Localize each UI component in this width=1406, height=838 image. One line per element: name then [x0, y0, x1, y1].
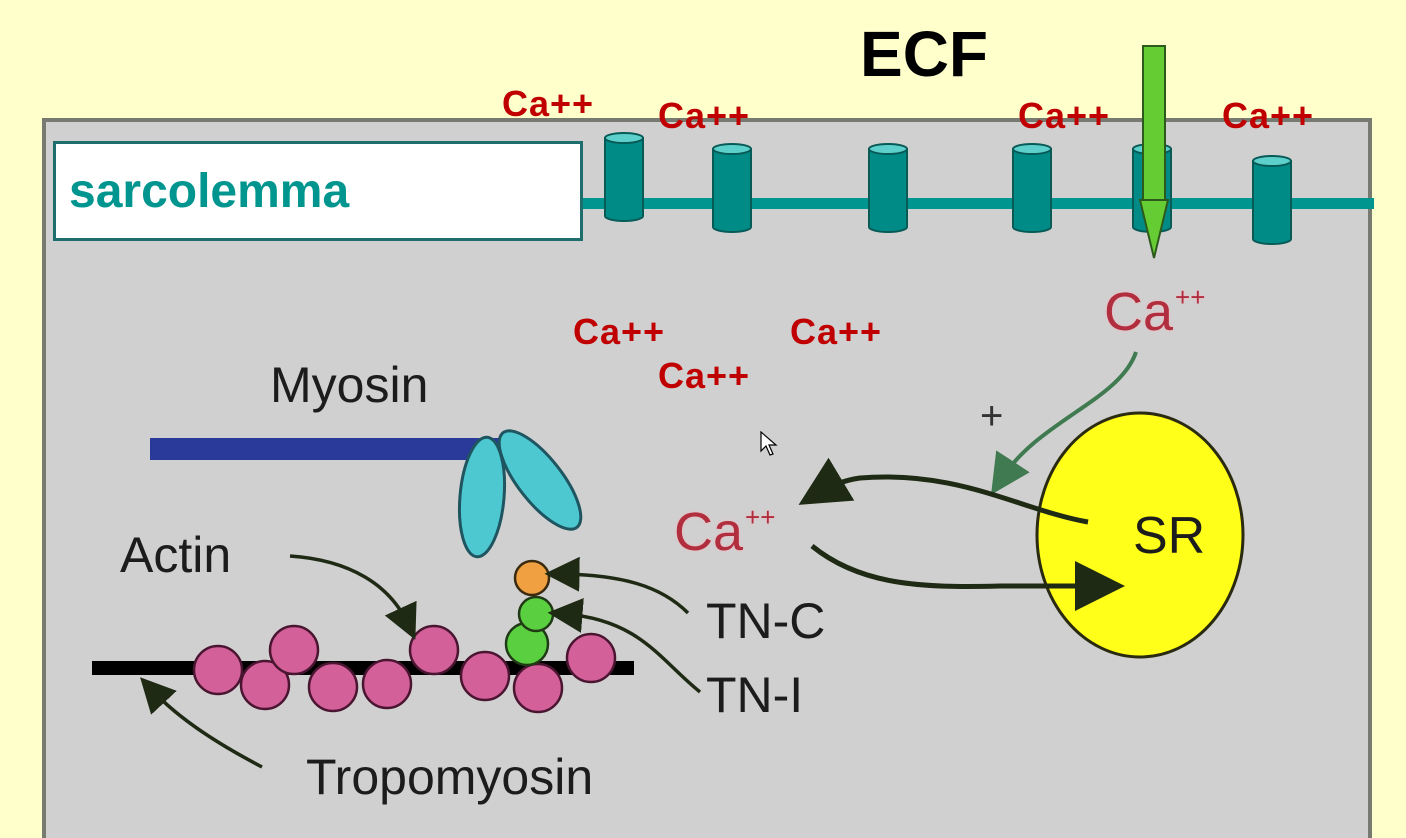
ecf-calcium-ion: Ca++ [1018, 95, 1111, 136]
calcium-symbol: Ca [674, 502, 744, 562]
calcium-channel [604, 132, 644, 222]
tnc-label: TN-C [706, 593, 826, 649]
cytosolic-calcium-label: Ca++ [674, 504, 775, 559]
actin-monomer [192, 644, 244, 696]
release-arrow [798, 457, 1089, 525]
ecf-calcium-ion: Ca++ [658, 95, 751, 136]
ecf-calcium-ion: Ca++ [502, 83, 595, 124]
stimulus-arrow [991, 351, 1138, 495]
sr-label: SR [1133, 507, 1206, 565]
troponin-i [517, 595, 555, 633]
actin-monomer [408, 624, 460, 676]
actin-monomer [512, 662, 564, 714]
myosin-rod [150, 438, 510, 460]
sarcolemma-label: sarcolemma [53, 141, 583, 241]
ecf-calcium-ion: Ca++ [1222, 95, 1315, 136]
actin-label: Actin [120, 527, 232, 583]
actin-pointer-arrow [289, 554, 417, 640]
actin-filament [192, 624, 617, 714]
cytoplasm-calcium-ion: Ca++ [658, 355, 751, 396]
calcium-channel [1252, 155, 1292, 245]
calcium-channel [1012, 143, 1052, 233]
actin-monomer [307, 661, 359, 713]
myosin-label: Myosin [270, 357, 429, 413]
actin-monomer [361, 658, 413, 710]
sarcolemma-membrane [583, 198, 1374, 209]
myosin-head [457, 435, 507, 559]
tropomyosin-label: Tropomyosin [306, 749, 594, 805]
cytoplasm-calcium-ion: Ca++ [573, 311, 666, 352]
troponin-c [513, 559, 551, 597]
calcium-charge: ++ [745, 502, 776, 532]
reuptake-arrow [810, 544, 1125, 611]
calcium-influx-label: Ca++ [1104, 284, 1205, 339]
calcium-channel [712, 143, 752, 233]
tni-pointer-arrow [547, 597, 702, 694]
actin-monomer [565, 632, 617, 684]
ion-channels [604, 132, 1292, 245]
ecf-title: ECF [860, 18, 988, 90]
actin-monomer [459, 650, 511, 702]
actin-monomer [239, 659, 291, 711]
cytoplasm-calcium-ion: Ca++ [790, 311, 883, 352]
electrode-arrow-icon [1138, 45, 1170, 259]
calcium-symbol: Ca [1104, 282, 1174, 342]
myosin-head [497, 429, 583, 531]
tropomyosin-pointer-arrow [140, 677, 263, 769]
calcium-charge: ++ [1175, 282, 1206, 312]
mouse-cursor-icon [760, 431, 778, 456]
stimulation-plus-sign: + [980, 394, 1004, 438]
actin-monomer [268, 624, 320, 676]
tnc-pointer-arrow [544, 556, 690, 615]
tni-label: TN-I [706, 667, 804, 723]
calcium-channel [868, 143, 908, 233]
